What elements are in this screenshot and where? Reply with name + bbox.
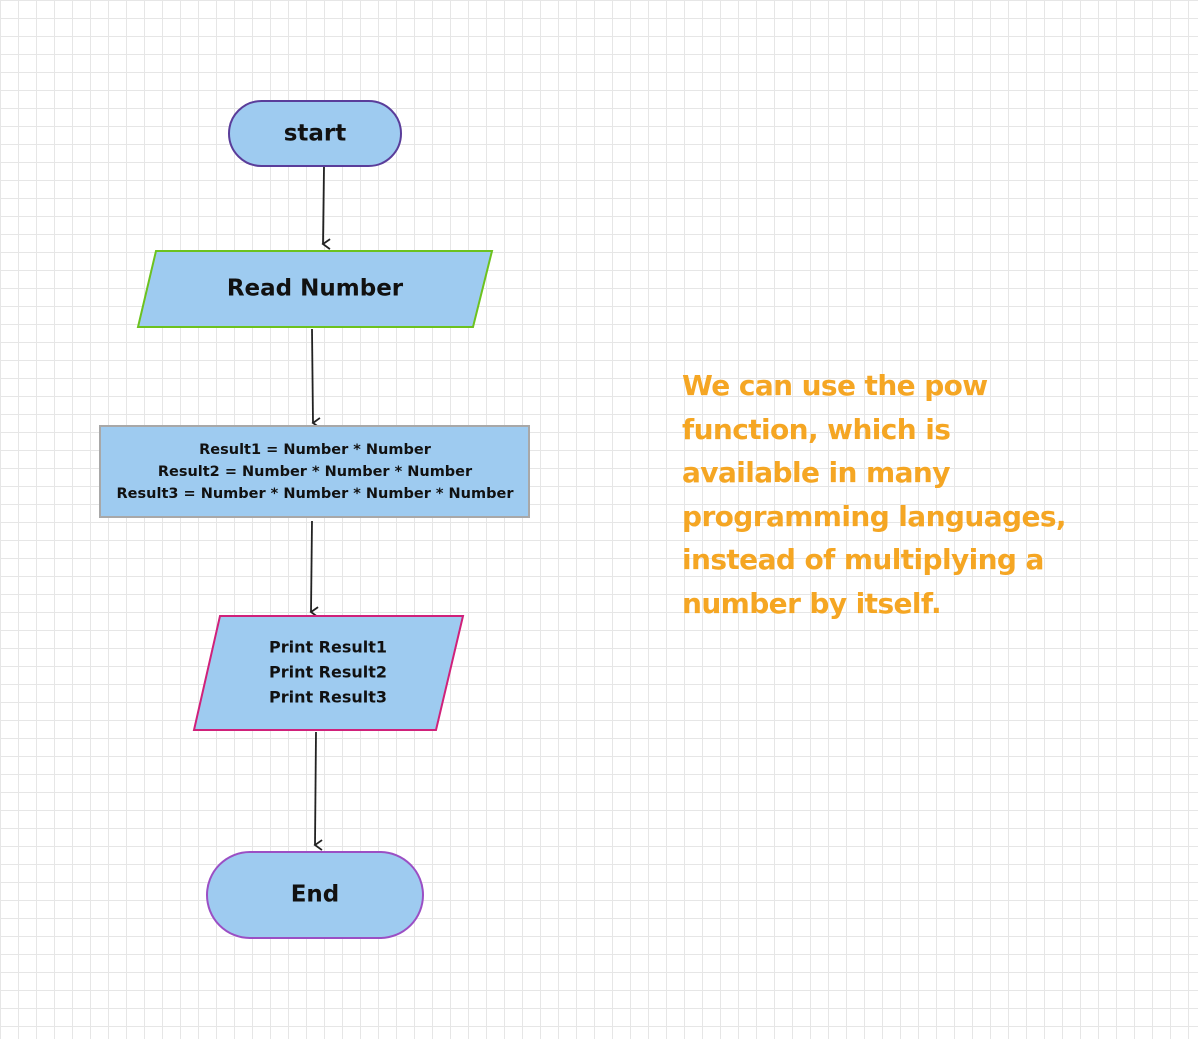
output-line-1: Print Result1 [269, 638, 387, 657]
note-line-1: We can use the pow [682, 369, 988, 402]
input-node-shape [136, 250, 494, 328]
end-node-label: End [291, 882, 340, 908]
process-node-shape [99, 425, 530, 518]
output-line-3: Print Result3 [269, 688, 387, 707]
input-node-label: Read Number [227, 276, 404, 302]
pow-note-text: We can use the pow function, which is av… [682, 364, 1082, 625]
note-line-2: function, which is [682, 412, 951, 446]
output-node-shape [192, 615, 465, 731]
connector-input-to-process [311, 328, 321, 429]
process-line-2: Result2 = Number * Number * Number [158, 464, 473, 480]
connector-start-to-input [321, 165, 331, 250]
note-line-5: instead of multiplying a [682, 543, 1044, 576]
connector-output-to-end [313, 731, 323, 851]
start-node[interactable]: start [228, 100, 402, 167]
note-line-3: available in many [682, 456, 950, 489]
end-node[interactable]: End [206, 851, 424, 939]
note-line-6: number by itself. [682, 586, 942, 620]
start-node-shape [228, 100, 402, 167]
note-line-4: programming languages, [682, 499, 1067, 533]
start-node-label: start [284, 121, 347, 147]
output-node[interactable]: Print Result1 Print Result2 Print Result… [192, 615, 465, 731]
process-node[interactable]: Result1 = Number * Number Result2 = Numb… [99, 425, 530, 518]
process-line-3: Result3 = Number * Number * Number * Num… [117, 486, 515, 502]
output-line-2: Print Result2 [269, 663, 387, 682]
connector-process-to-output [309, 520, 319, 618]
end-node-shape [206, 851, 424, 939]
input-node[interactable]: Read Number [136, 250, 494, 328]
process-line-1: Result1 = Number * Number [199, 442, 432, 458]
